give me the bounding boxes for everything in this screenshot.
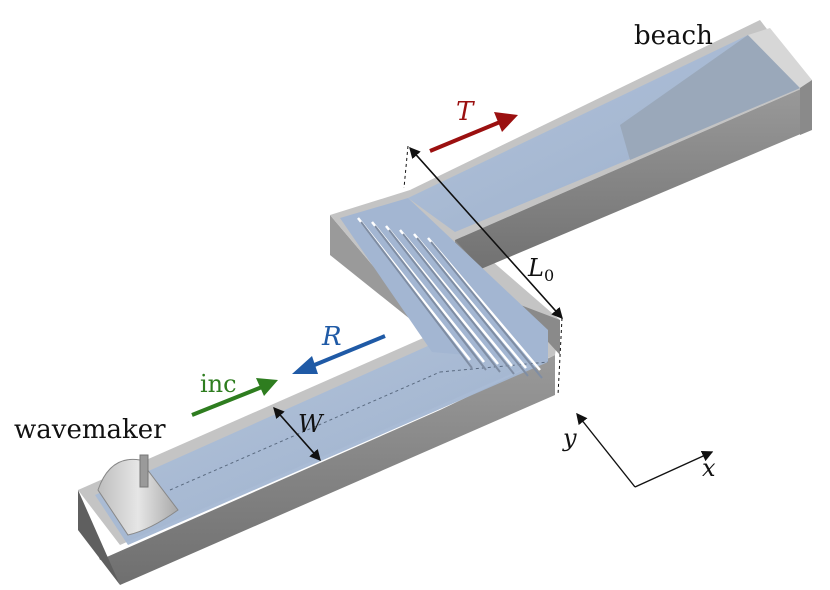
width-dimension xyxy=(273,406,321,462)
reflected-arrow xyxy=(292,334,386,374)
beach-slope-icon xyxy=(620,28,812,160)
axis-x-label: x xyxy=(702,454,716,482)
transmitted-label: T xyxy=(456,97,475,127)
length-dimension xyxy=(403,145,563,396)
length-label: L0 xyxy=(527,254,554,285)
axis-arrows-icon xyxy=(576,412,714,488)
vane-shadows xyxy=(360,221,543,379)
beach-label: beach xyxy=(634,21,713,51)
length-symbol: L xyxy=(527,254,544,282)
reflected-label: R xyxy=(321,322,342,352)
wavemaker-label: wavemaker xyxy=(14,415,166,445)
axis-y-label: y xyxy=(562,424,577,452)
transmitted-arrow xyxy=(429,112,518,153)
incident-label: inc xyxy=(200,370,237,398)
wavemaker-paddle-icon xyxy=(97,454,179,536)
length-subscript: 0 xyxy=(544,266,554,285)
incident-arrow xyxy=(191,378,278,417)
width-label: W xyxy=(298,410,325,438)
